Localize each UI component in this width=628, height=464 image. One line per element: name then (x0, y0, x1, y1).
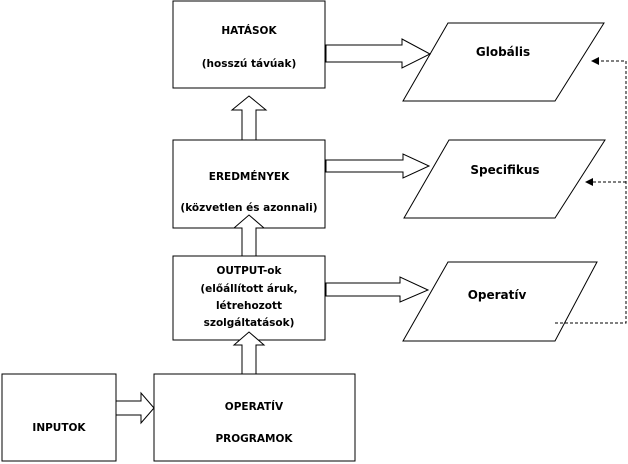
arrow-right-eredmenyek-specifikus (325, 153, 431, 179)
dashed-feedback-connector (555, 57, 627, 324)
output-title: OUTPUT-ok (216, 265, 282, 277)
globalis-label: Globális (476, 45, 530, 59)
hatasok-box: HATÁSOK (hosszú távúak) (172, 0, 326, 89)
hatasok-title: HATÁSOK (221, 24, 277, 37)
inputok-box: INPUTOK (1, 373, 117, 462)
eredmenyek-box: EREDMÉNYEK (közvetlen és azonnali) (172, 139, 326, 229)
inputok-label: INPUTOK (32, 422, 86, 434)
output-line-3: létrehozott (216, 300, 282, 312)
globalis-parallelogram: Globális (402, 22, 605, 102)
specifikus-parallelogram: Specifikus (403, 139, 606, 219)
arrow-up-eredmenyek-hatasok (230, 95, 268, 141)
programok-line-2: PROGRAMOK (215, 433, 293, 445)
arrow-up-programok-output (232, 331, 266, 375)
eredmenyek-subtitle: (közvetlen és azonnali) (180, 202, 317, 214)
operativ-parallelogram: Operatív (402, 261, 598, 342)
hatasok-subtitle: (hosszú távúak) (202, 58, 297, 70)
arrow-right-output-operativ (325, 276, 430, 303)
eredmenyek-title: EREDMÉNYEK (209, 170, 290, 183)
operativ-label: Operatív (468, 288, 527, 302)
specifikus-label: Specifikus (470, 163, 539, 177)
output-line-4: szolgáltatások) (204, 317, 295, 329)
output-line-2: (előállított áruk, (200, 283, 297, 295)
arrow-right-inputok-programok (115, 391, 155, 425)
programok-box: OPERATÍV PROGRAMOK (153, 373, 356, 462)
programok-line-1: OPERATÍV (225, 400, 284, 413)
arrow-right-hatasok-globalis (325, 38, 432, 69)
output-box: OUTPUT-ok (előállított áruk, létrehozott… (172, 255, 326, 341)
arrow-up-output-eredmenyek (232, 214, 266, 257)
